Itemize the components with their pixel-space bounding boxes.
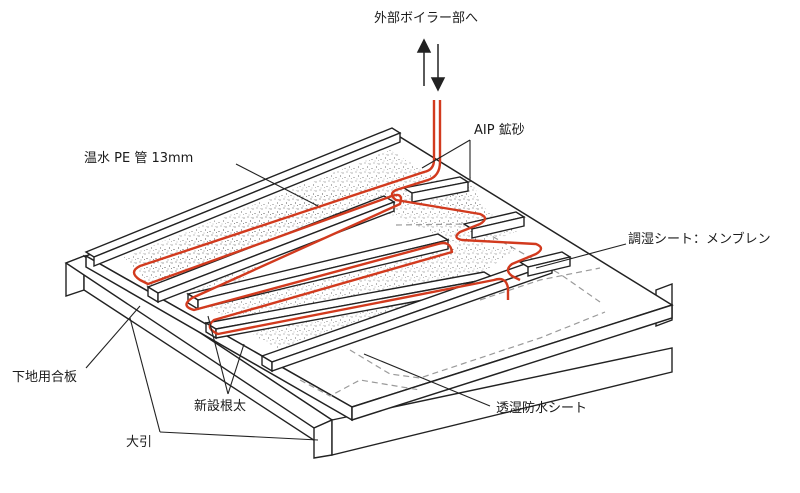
- label-aip: AIP 鉱砂: [474, 122, 525, 138]
- label-boiler: 外部ボイラー部へ: [374, 11, 478, 26]
- label-pipe: 温水 PE 管 13mm: [84, 151, 193, 166]
- beam-front: [313, 347, 673, 459]
- boiler-arrows-icon: [416, 38, 446, 92]
- label-joist: 新設根太: [194, 398, 246, 414]
- membrane-dashed-edges: [299, 223, 606, 397]
- label-waterproof: 透湿防水シート: [496, 400, 587, 416]
- leader-lines: [85, 139, 627, 441]
- label-plywood: 下地用合板: [12, 370, 77, 385]
- joist-short-a: [402, 176, 470, 203]
- joist-back: [84, 127, 402, 268]
- hot-water-pipe: [132, 100, 543, 336]
- label-beam: 大引: [126, 435, 152, 450]
- label-membrane: 調湿シート：メンブレン: [628, 231, 771, 247]
